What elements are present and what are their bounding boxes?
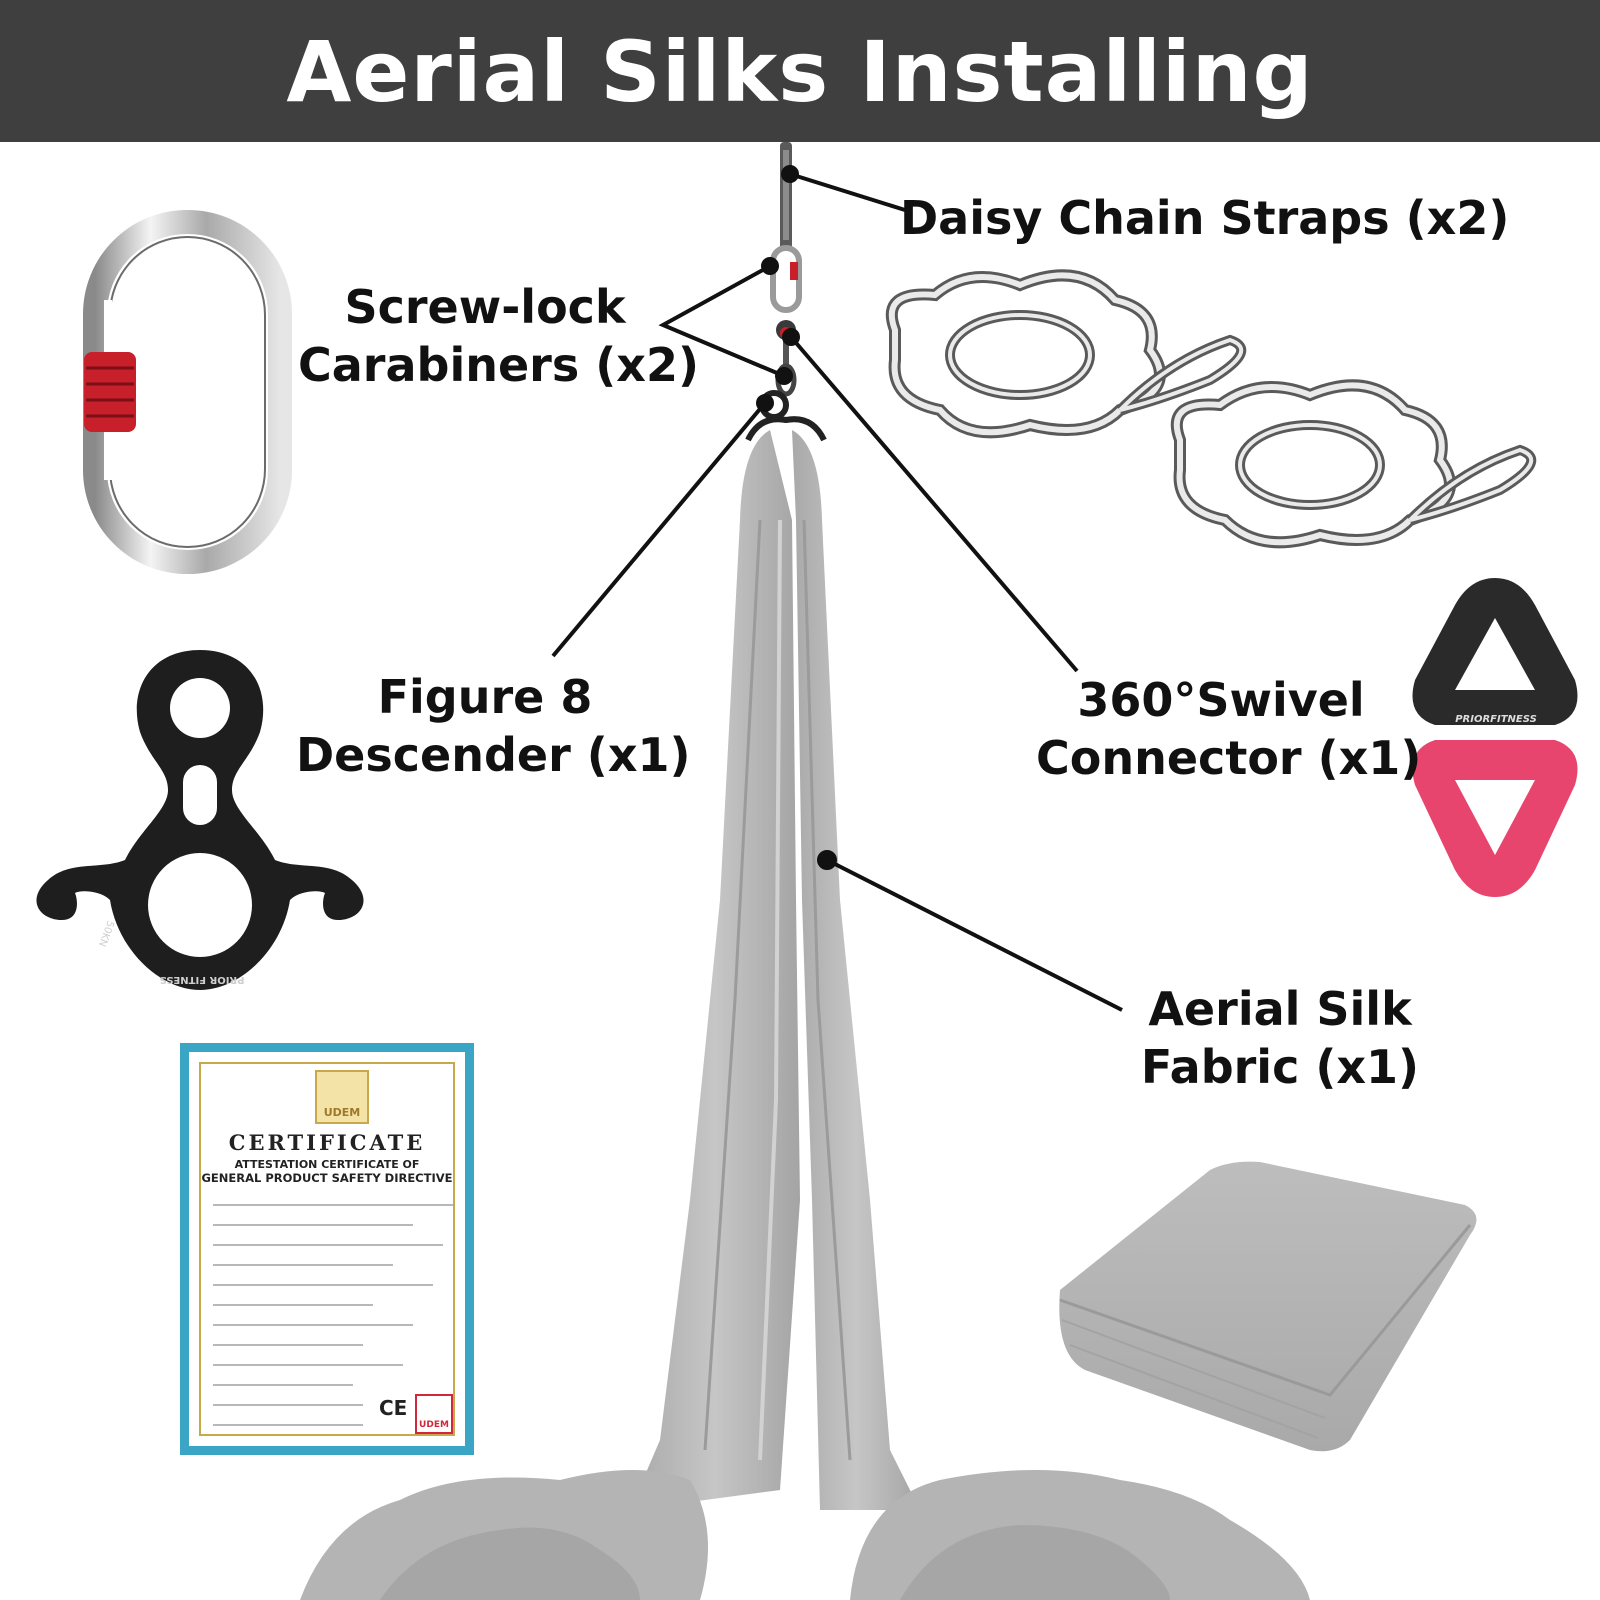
label-figure8-line2: Descender (x1): [296, 728, 691, 782]
certificate-text-line: [213, 1364, 403, 1366]
leader-dot-carabiner-top: [761, 257, 779, 275]
certificate-text-line: [213, 1384, 353, 1386]
certificate-stamp: UDEM: [415, 1394, 453, 1434]
leader-lines: [551, 165, 1123, 1012]
certificate-text-line: [213, 1204, 453, 1206]
label-swivel: 360°Swivel Connector (x1): [1036, 671, 1422, 787]
leader-swivel: [789, 335, 1079, 673]
descender-rating-text: 50KN: [96, 919, 115, 948]
figure8-descender-icon: PRIOR FITNESS 50KN: [36, 650, 364, 990]
daisy-chain-icon-2: [1170, 379, 1537, 549]
folded-silk-package: [1059, 1161, 1477, 1452]
label-daisy-chain-text: Daisy Chain Straps (x2): [900, 191, 1510, 245]
carabiner-icon: [83, 210, 292, 574]
label-swivel-line1: 360°Swivel: [1077, 673, 1365, 727]
certificate-image: UDEM CERTIFICATE ATTESTATION CERTIFICATE…: [180, 1043, 474, 1455]
leader-dot-swivel: [782, 328, 800, 346]
leader-dot-figure8: [756, 394, 774, 412]
label-carabiners-line2: Carabiners (x2): [298, 338, 699, 392]
leader-daisy-chain: [789, 172, 906, 212]
certificate-subtitle-2: GENERAL PRODUCT SAFETY DIRECTIVE: [201, 1171, 453, 1185]
certificate-text-line: [213, 1344, 363, 1346]
label-daisy-chain: Daisy Chain Straps (x2): [900, 189, 1509, 247]
leader-dot-carabiner-bottom: [775, 367, 793, 385]
hanging-strap: [780, 142, 792, 250]
label-silk: Aerial Silk Fabric (x1): [1130, 980, 1430, 1096]
certificate-text-line: [213, 1224, 413, 1226]
certificate-logo: UDEM: [315, 1070, 369, 1124]
label-carabiners: Screw-lock Carabiners (x2): [298, 278, 699, 394]
certificate-text-line: [213, 1304, 373, 1306]
label-figure8-line1: Figure 8: [377, 670, 593, 724]
daisy-chain-icon-1: [885, 269, 1247, 439]
certificate-text-line: [213, 1424, 363, 1426]
certificate-logo-text: UDEM: [323, 1106, 361, 1119]
leader-carabiners: [658, 264, 785, 378]
top-carabiner: [770, 245, 802, 313]
label-silk-line1: Aerial Silk: [1148, 982, 1412, 1036]
certificate-border: UDEM CERTIFICATE ATTESTATION CERTIFICATE…: [199, 1062, 455, 1436]
page-title: Aerial Silks Installing: [286, 23, 1314, 121]
certificate-stamp-text: UDEM: [419, 1420, 449, 1430]
label-carabiners-line1: Screw-lock: [344, 280, 626, 334]
certificate-text-line: [213, 1284, 433, 1286]
leader-silk: [826, 858, 1123, 1012]
leader-dot-silk: [817, 850, 837, 870]
leader-figure8: [551, 401, 767, 658]
descender-brand-text: PRIOR FITNESS: [160, 974, 245, 985]
certificate-text-line: [213, 1244, 443, 1246]
title-banner: Aerial Silks Installing: [0, 0, 1600, 142]
certificate-text-line: [213, 1264, 393, 1266]
label-silk-line2: Fabric (x1): [1140, 1040, 1420, 1094]
label-swivel-line2: Connector (x1): [1036, 731, 1422, 785]
swivel-brand-text: PRIORFITNESS: [1455, 714, 1537, 725]
certificate-ce-mark: CE: [379, 1396, 408, 1420]
certificate-title: CERTIFICATE: [228, 1130, 426, 1155]
swivel-connector-icon: PRIORFITNESS: [1412, 578, 1578, 897]
label-figure8: Figure 8 Descender (x1): [296, 668, 691, 784]
leader-dot-daisy: [781, 165, 799, 183]
certificate-subtitle-1: ATTESTATION CERTIFICATE OF: [234, 1158, 420, 1171]
certificate-text-line: [213, 1404, 363, 1406]
silk-fabric-hanging: [300, 430, 1310, 1600]
certificate-text-line: [213, 1324, 413, 1326]
